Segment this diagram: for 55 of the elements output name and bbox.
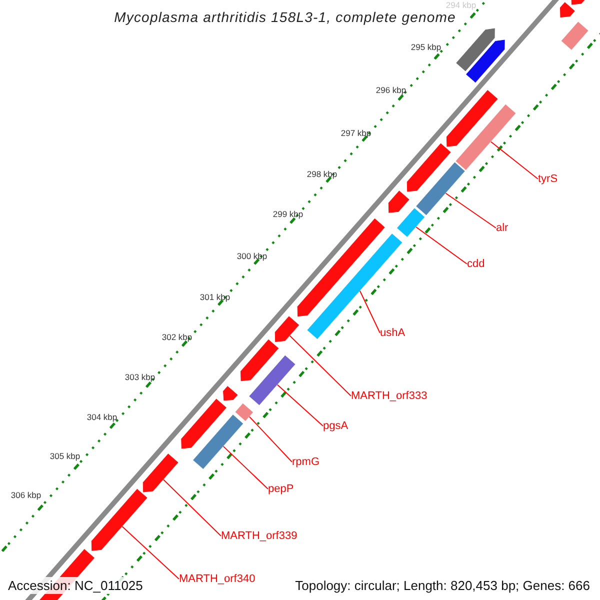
gene-feature	[560, 2, 575, 18]
position-label: 299 kbp	[272, 209, 304, 219]
leader-line	[122, 526, 180, 580]
leader-line	[289, 335, 352, 396]
leader-line	[162, 479, 222, 536]
gene-feature	[446, 90, 498, 147]
position-label: 297 kbp	[340, 128, 372, 138]
gene-feature	[240, 340, 279, 382]
gene-label: cdd	[467, 258, 485, 271]
position-label: 298 kbp	[306, 169, 338, 179]
gene-label: pgsA	[323, 420, 348, 433]
position-label: 300 kbp	[236, 251, 268, 261]
leader-line	[445, 192, 496, 228]
gene-label: MARTH_orf340	[179, 573, 256, 586]
gene-feature	[571, 0, 588, 5]
gene-feature	[388, 190, 410, 213]
gene-feature	[456, 104, 516, 170]
gene-feature	[223, 386, 238, 401]
position-label: 304 kbp	[86, 412, 118, 422]
gene-feature	[406, 143, 451, 192]
gene-label: alr	[496, 222, 508, 235]
leader-line	[276, 384, 324, 426]
diagram-title: Mycoplasma arthritidis 158L3-1, complete genome	[113, 9, 457, 25]
gene-feature	[274, 316, 299, 342]
gene-feature	[561, 22, 588, 50]
accession-text: Accession: NC_011025	[6, 577, 145, 594]
position-label: 295 kbp	[410, 42, 442, 52]
gene-feature	[416, 162, 465, 215]
leader-line	[490, 141, 538, 180]
position-label: 302 kbp	[162, 332, 192, 342]
gene-feature	[297, 218, 385, 316]
gene-feature	[193, 414, 243, 469]
leader-line	[359, 290, 380, 334]
position-label: 296 kbp	[376, 85, 406, 95]
gene-feature	[466, 40, 505, 82]
gene-feature	[142, 454, 178, 492]
leader-line	[222, 446, 268, 490]
gene-label: pepP	[268, 483, 294, 496]
gene-feature	[249, 355, 296, 406]
gene-label: ushA	[380, 327, 406, 340]
gene-label: tyrS	[538, 173, 558, 186]
position-label: 306 kbp	[10, 490, 42, 500]
gene-feature	[181, 398, 226, 449]
gene-label: MARTH_orf339	[221, 530, 298, 543]
gene-feature	[397, 208, 424, 237]
position-label: 305 kbp	[50, 451, 80, 461]
gene-feature	[91, 489, 148, 551]
gene-feature	[235, 404, 253, 421]
gene-feature	[456, 28, 495, 72]
gene-label: MARTH_orf333	[351, 390, 428, 403]
position-label: 303 kbp	[124, 372, 156, 382]
leader-line	[416, 226, 468, 264]
position-label: 301 kbp	[200, 292, 230, 302]
gene-label: rpmG	[292, 456, 320, 469]
leader-line	[248, 416, 292, 462]
